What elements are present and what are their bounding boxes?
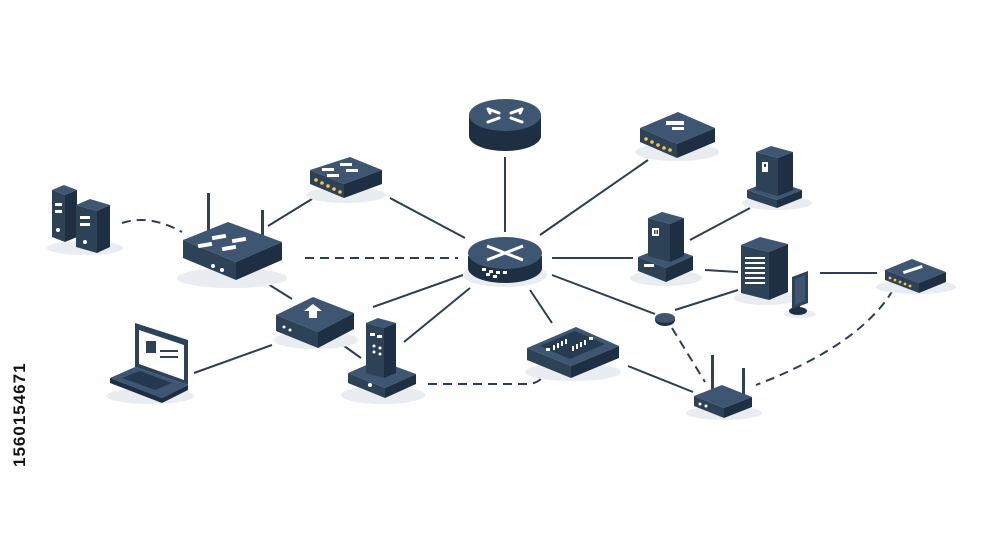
patch-panel-icon xyxy=(525,327,621,381)
link-laptop-upload xyxy=(193,344,273,374)
link-small-switch-wifi xyxy=(755,289,894,386)
link-upload-hub xyxy=(372,274,464,308)
core-router-icon xyxy=(463,237,547,287)
server-rack-icon xyxy=(734,237,798,305)
small-switch-icon xyxy=(876,259,956,294)
wifi-router-icon xyxy=(686,355,762,420)
laptop-icon xyxy=(106,323,194,404)
tower-pc-icon xyxy=(341,318,425,404)
link-desktop xyxy=(689,207,751,241)
link-junction-wifi xyxy=(671,327,706,383)
monitor-icon xyxy=(784,271,816,318)
network-switch-icon xyxy=(306,157,386,203)
link-tower-pc xyxy=(403,287,471,343)
stock-id-label: 1560154671 xyxy=(10,362,29,468)
link-switch-top-right xyxy=(539,159,649,236)
link-patch-panel xyxy=(529,289,553,324)
link-switch-top-left xyxy=(389,197,466,239)
desktop-pc-icon xyxy=(742,146,812,210)
wifi-router-icon xyxy=(177,193,287,288)
junction-node-icon xyxy=(655,313,675,326)
upload-hub-icon xyxy=(274,297,358,349)
network-switch-icon xyxy=(635,112,719,161)
link-patch-wifi xyxy=(627,365,694,393)
server-pair-icon xyxy=(47,185,123,255)
link-switch-wifi-left xyxy=(267,198,313,227)
router-icon xyxy=(469,99,541,151)
network-links xyxy=(121,157,894,393)
tower-server-icon xyxy=(630,212,702,286)
link-junction-rack xyxy=(674,289,739,311)
link-wifi-upload xyxy=(267,283,293,300)
link-servers-wifi xyxy=(121,219,183,233)
link-junction xyxy=(551,274,656,315)
link-rack xyxy=(704,269,739,273)
